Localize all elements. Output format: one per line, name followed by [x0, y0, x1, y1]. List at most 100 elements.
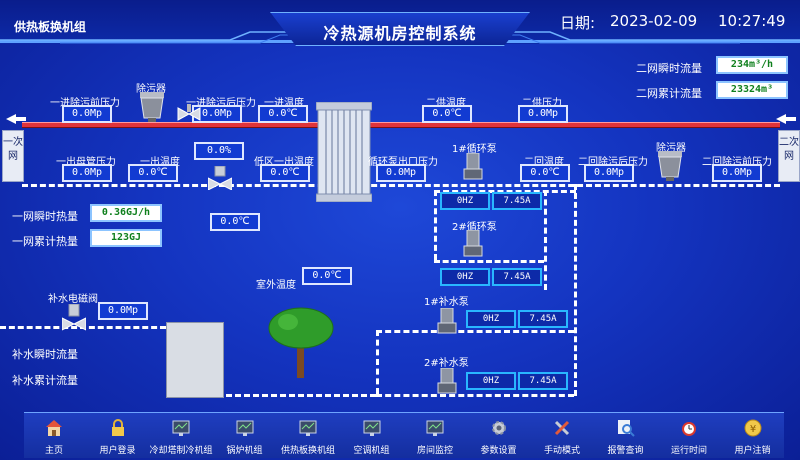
filter-left-icon: [140, 92, 164, 122]
nav-item-label: 主页: [44, 446, 63, 456]
zone-out-temp-value: 0.0℃: [260, 164, 310, 182]
supply2-temp-label: 二供温度: [426, 98, 466, 109]
secondary-instant-flow-label: 二网瞬时流量: [636, 62, 702, 75]
nav-item-label: 房间监控: [416, 446, 453, 456]
nav-item-8[interactable]: 手动模式: [532, 413, 592, 459]
nav-item-0[interactable]: 主页: [24, 413, 84, 459]
makeup1-icon: [437, 308, 457, 334]
middle-temp-value: 0.0℃: [210, 213, 260, 231]
gear-icon: [490, 419, 508, 437]
nav-item-label: 供热板换机组: [280, 446, 335, 456]
makeup-pipe-1: [376, 330, 574, 333]
svg-text:¥: ¥: [749, 424, 755, 435]
filter-right-icon: [658, 151, 682, 181]
valve-percent-value: 0.0%: [194, 142, 244, 160]
valve-icon: [177, 104, 201, 121]
nav-item-11[interactable]: ¥ 用户注销: [723, 413, 783, 459]
nav-item-5[interactable]: 空调机组: [342, 413, 402, 459]
nav-item-label: 锅炉机组: [226, 446, 263, 456]
tree-icon: [268, 307, 334, 378]
heat-total-label: 一网累计热量: [12, 235, 78, 248]
pump1-icon: [463, 153, 483, 180]
date-label: 日期:: [560, 14, 596, 32]
monitor-icon: [299, 419, 317, 437]
return2-post-filter-label: 二回除污后压力: [578, 157, 648, 168]
primary-network-tab[interactable]: 一次网: [2, 130, 24, 182]
pump1-hz: 0HZ: [440, 192, 490, 210]
nav-item-2[interactable]: 冷却塔制冷机组: [149, 413, 213, 459]
out-temp-value: 0.0℃: [128, 164, 178, 182]
makeup-instant-label: 补水瞬时流量: [12, 348, 78, 361]
return2-temp-label: 二回温度: [524, 157, 564, 168]
pump-pipe-top: [434, 190, 576, 193]
page-title: 冷热源机房控制系统: [323, 24, 477, 43]
alarm-clock-icon: [680, 419, 698, 437]
pump-pipe-left: [434, 190, 437, 260]
right-arrow-icon: [776, 114, 796, 124]
secondary-network-tab[interactable]: 二次网: [778, 130, 800, 182]
post-filter-pressure-label: 一进除污后压力: [186, 98, 256, 109]
breadcrumb: 供热板换机组: [14, 20, 87, 34]
nav-item-6[interactable]: 房间监控: [405, 413, 465, 459]
pump2-label: 2#循环泵: [452, 222, 497, 233]
nav-item-3[interactable]: 锅炉机组: [215, 413, 275, 459]
makeup1-label: 1#补水泵: [424, 297, 469, 308]
heat-instant-value: 0.36GJ/h: [90, 204, 162, 222]
makeup-pipe-2: [376, 394, 574, 397]
nav-item-4[interactable]: 供热板换机组: [278, 413, 338, 459]
home-icon: [45, 419, 63, 437]
nav-item-label: 报警查询: [607, 446, 644, 456]
heat-total-value: 123GJ: [90, 229, 162, 247]
nav-item-10[interactable]: 运行时间: [659, 413, 719, 459]
zone-out-temp-label: 低区一出温度: [254, 157, 314, 168]
out-main-pressure-label: 一出母管压力: [56, 157, 116, 168]
lock-icon: [109, 419, 127, 437]
nav-item-label: 参数设置: [480, 446, 517, 456]
return2-temp-value: 0.0℃: [520, 164, 570, 182]
secondary-total-flow-value: 23324m³: [716, 81, 788, 99]
pump-pipe-inner: [544, 190, 547, 290]
return2-pre-filter-label: 二回除污前压力: [702, 157, 772, 168]
monitor-icon: [172, 419, 190, 437]
pump-pipe-mid: [434, 260, 544, 263]
pump-outlet-pressure-value: 0.0Mp: [376, 164, 426, 182]
supply-pipe: [22, 122, 780, 128]
makeup2-amp: 7.45A: [518, 372, 568, 390]
pump1-amp: 7.45A: [492, 192, 542, 210]
out-temp-label: 一出温度: [140, 157, 180, 168]
supply2-pressure-value: 0.0Mp: [518, 105, 568, 123]
out-main-pressure-value: 0.0Mp: [62, 164, 112, 182]
nav-item-1[interactable]: 用户登录: [88, 413, 148, 459]
heat-instant-label: 一网瞬时热量: [12, 210, 78, 223]
monitor-icon: [363, 419, 381, 437]
pump2-icon: [463, 230, 483, 257]
time-value: 10:27:49: [718, 12, 786, 30]
nav-item-9[interactable]: 报警查询: [596, 413, 656, 459]
makeup1-amp: 7.45A: [518, 310, 568, 328]
makeup-pipe-left: [376, 330, 379, 394]
solenoid-valve-icon: [62, 304, 86, 331]
makeup2-label: 2#补水泵: [424, 358, 469, 369]
return2-post-filter-value: 0.0Mp: [584, 164, 634, 182]
pump2-amp: 7.45A: [492, 268, 542, 286]
nav-item-label: 用户注销: [734, 446, 771, 456]
nav-item-label: 运行时间: [670, 446, 707, 456]
secondary-total-flow-label: 二网累计流量: [636, 87, 702, 100]
pump1-label: 1#循环泵: [452, 144, 497, 155]
search-icon: [617, 419, 635, 437]
monitor-icon: [426, 419, 444, 437]
nav-item-label: 冷却塔制冷机组: [149, 446, 213, 456]
supply2-temp-value: 0.0℃: [422, 105, 472, 123]
electric-valve-icon: [208, 166, 232, 190]
heat-exchanger-icon: [316, 102, 372, 202]
secondary-instant-flow-value: 234m³/h: [716, 56, 788, 74]
date-value: 2023-02-09: [610, 12, 698, 30]
outdoor-temp-label: 室外温度: [256, 280, 296, 291]
nav-item-7[interactable]: 参数设置: [469, 413, 529, 459]
return2-pre-filter-value: 0.0Mp: [712, 164, 762, 182]
makeup-total-label: 补水累计流量: [12, 374, 78, 387]
left-arrow-icon: [6, 114, 26, 124]
makeup-valve-pressure: 0.0Mp: [98, 302, 148, 320]
coin-icon: ¥: [744, 419, 762, 437]
